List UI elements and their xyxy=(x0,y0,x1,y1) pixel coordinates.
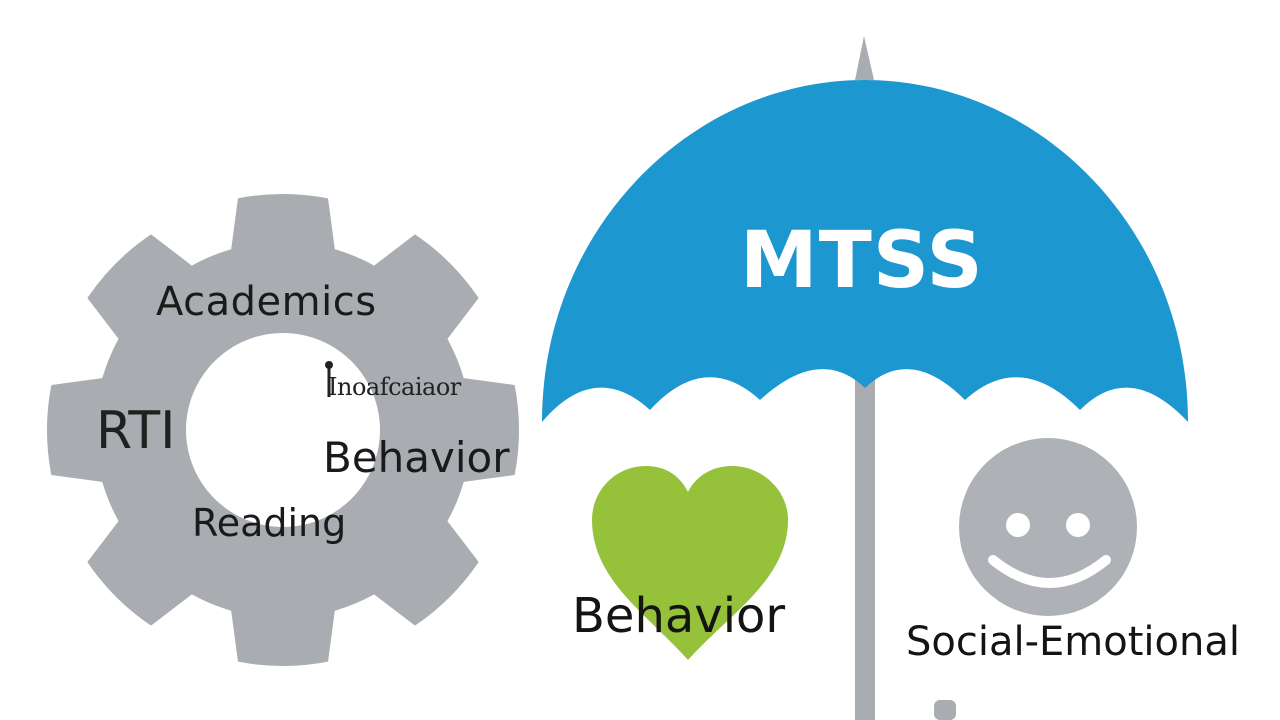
smiley-left-eye xyxy=(1006,513,1030,537)
umbrella-handle-stub xyxy=(934,700,956,720)
smiley-mouth xyxy=(988,555,1111,588)
smiley-label-social-emotional: Social-Emotional xyxy=(906,619,1240,665)
gear-label-academics: Academics xyxy=(156,279,377,325)
inner-text-stem xyxy=(327,365,331,397)
smiley-head xyxy=(959,438,1137,616)
gear-icon xyxy=(47,194,519,666)
gear-label-inner-text: Inoafcaiaor xyxy=(328,373,461,401)
gear-label-rti: RTI xyxy=(96,401,176,461)
heart-icon xyxy=(592,466,788,660)
umbrella-icon xyxy=(542,36,1188,720)
smiley-right-eye xyxy=(1066,513,1090,537)
umbrella-title: MTSS xyxy=(740,216,984,306)
gear-label-behavior: Behavior xyxy=(323,433,510,482)
gear-label-reading: Reading xyxy=(192,501,347,545)
gear-shape xyxy=(47,194,519,666)
smiley-face-icon xyxy=(959,438,1137,616)
umbrella-canopy xyxy=(542,80,1188,422)
heart-label-behavior: Behavior xyxy=(572,588,786,644)
umbrella-pole xyxy=(855,378,875,720)
umbrella-tip xyxy=(855,36,874,80)
